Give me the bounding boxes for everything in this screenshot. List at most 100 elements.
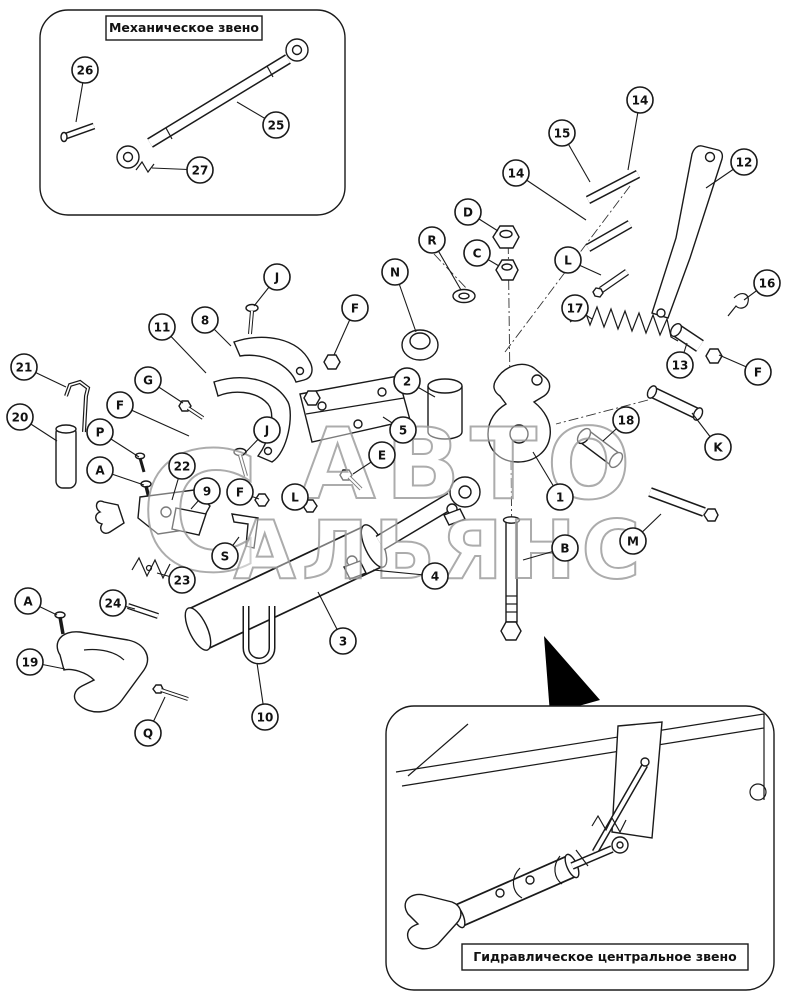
callout-18: 18 xyxy=(602,406,640,442)
callout-11: 11 xyxy=(148,313,207,374)
part-lever xyxy=(651,145,724,319)
callout-24: 24 xyxy=(99,589,136,617)
callout-16: 16 xyxy=(743,269,781,301)
callout-G: G xyxy=(134,366,184,404)
callout-label: L xyxy=(291,491,299,505)
callout-C: C xyxy=(463,239,500,267)
callout-label: 9 xyxy=(203,485,211,499)
callout-label: 8 xyxy=(201,314,209,328)
callout-N: N xyxy=(381,258,417,333)
callout-13: 13 xyxy=(666,342,694,379)
callout-label: 26 xyxy=(77,64,94,78)
callout-label: 27 xyxy=(192,164,209,178)
callout-K: K xyxy=(691,412,732,461)
callout-E: E xyxy=(352,441,396,475)
callout-label: 15 xyxy=(554,127,571,141)
pointer-triangle xyxy=(544,636,600,714)
part-bushing-2 xyxy=(401,329,463,440)
callout-Q: Q xyxy=(134,696,166,747)
part-handle-sleeve xyxy=(55,379,91,489)
callout-label: 13 xyxy=(672,359,689,373)
watermark-line1: АВТО xyxy=(300,408,641,522)
callout-label: A xyxy=(95,464,105,478)
callout-label: F xyxy=(236,486,244,500)
callout-label: 11 xyxy=(154,321,171,335)
part-bolt-b xyxy=(500,516,522,641)
callout-23: 23 xyxy=(156,566,196,594)
part-small-bolts xyxy=(54,303,363,701)
callout-P: P xyxy=(86,418,140,458)
part-nuts xyxy=(452,225,520,304)
callout-L: L xyxy=(554,246,602,276)
callout-2: 2 xyxy=(393,367,436,398)
callout-3: 3 xyxy=(317,591,357,655)
callout-26: 26 xyxy=(71,56,99,123)
callout-label: 3 xyxy=(339,635,347,649)
callout-1: 1 xyxy=(532,451,574,511)
callout-A: A xyxy=(86,456,145,486)
part-plate xyxy=(299,354,411,443)
callout-J: J xyxy=(242,416,281,456)
callout-27: 27 xyxy=(151,156,214,184)
callout-label: 17 xyxy=(567,302,584,316)
callout-label: F xyxy=(116,399,124,413)
callout-9: 9 xyxy=(190,477,221,510)
inset-hydraulic: Гидравлическое центральное звено xyxy=(385,705,775,991)
callout-14: 14 xyxy=(502,159,587,221)
callout-F: F xyxy=(718,354,772,386)
callout-label: 25 xyxy=(268,119,285,133)
callout-label: 16 xyxy=(759,277,776,291)
part-cylinder xyxy=(184,476,481,651)
callout-F: F xyxy=(333,294,369,356)
callout-label: 1 xyxy=(556,491,564,505)
part-bushing-clip xyxy=(669,293,749,364)
callout-A: A xyxy=(14,587,58,616)
callout-20: 20 xyxy=(6,403,58,442)
centerline xyxy=(555,399,649,425)
callout-label: D xyxy=(463,206,473,220)
part-spring xyxy=(569,303,679,342)
callout-5: 5 xyxy=(382,416,417,444)
part-bolt-l xyxy=(592,269,629,298)
inset-mechanical: Механическое звено xyxy=(39,9,346,216)
callout-label: C xyxy=(473,247,482,261)
callout-label: B xyxy=(560,542,569,556)
inset-hydraulic-label-box xyxy=(461,943,749,971)
callout-label: 12 xyxy=(736,156,753,170)
callout-12: 12 xyxy=(705,148,758,189)
callout-17: 17 xyxy=(561,294,593,322)
callout-label: 14 xyxy=(632,94,649,108)
part-pins xyxy=(585,170,641,252)
callout-D: D xyxy=(454,198,499,232)
callout-S: S xyxy=(211,536,240,570)
watermark-logo: С xyxy=(140,417,261,609)
callout-label: 14 xyxy=(508,167,525,181)
callout-label: 23 xyxy=(174,574,191,588)
inset-hydraulic-border xyxy=(385,705,775,991)
callout-label: 22 xyxy=(174,460,191,474)
callout-4: 4 xyxy=(372,562,449,590)
inset-mechanical-label-box xyxy=(105,15,263,41)
callout-F: F xyxy=(226,478,260,506)
callout-label: 18 xyxy=(618,414,635,428)
callout-label: 20 xyxy=(12,411,29,425)
callout-label: K xyxy=(713,441,723,455)
part-pins-right xyxy=(576,385,719,522)
callout-label: 19 xyxy=(22,656,39,670)
callout-label: L xyxy=(564,254,572,268)
exploded-diagram xyxy=(54,145,749,713)
callout-F: F xyxy=(106,391,190,437)
callout-label: R xyxy=(427,234,436,248)
callout-label: 21 xyxy=(16,361,33,375)
callout-10: 10 xyxy=(251,662,279,731)
callout-21: 21 xyxy=(10,353,67,388)
callout-label: J xyxy=(264,424,269,438)
callout-label: J xyxy=(274,271,279,285)
callout-label: A xyxy=(23,595,33,609)
part-hook xyxy=(56,603,159,713)
callout-label: P xyxy=(96,426,105,440)
callout-25: 25 xyxy=(236,101,290,139)
